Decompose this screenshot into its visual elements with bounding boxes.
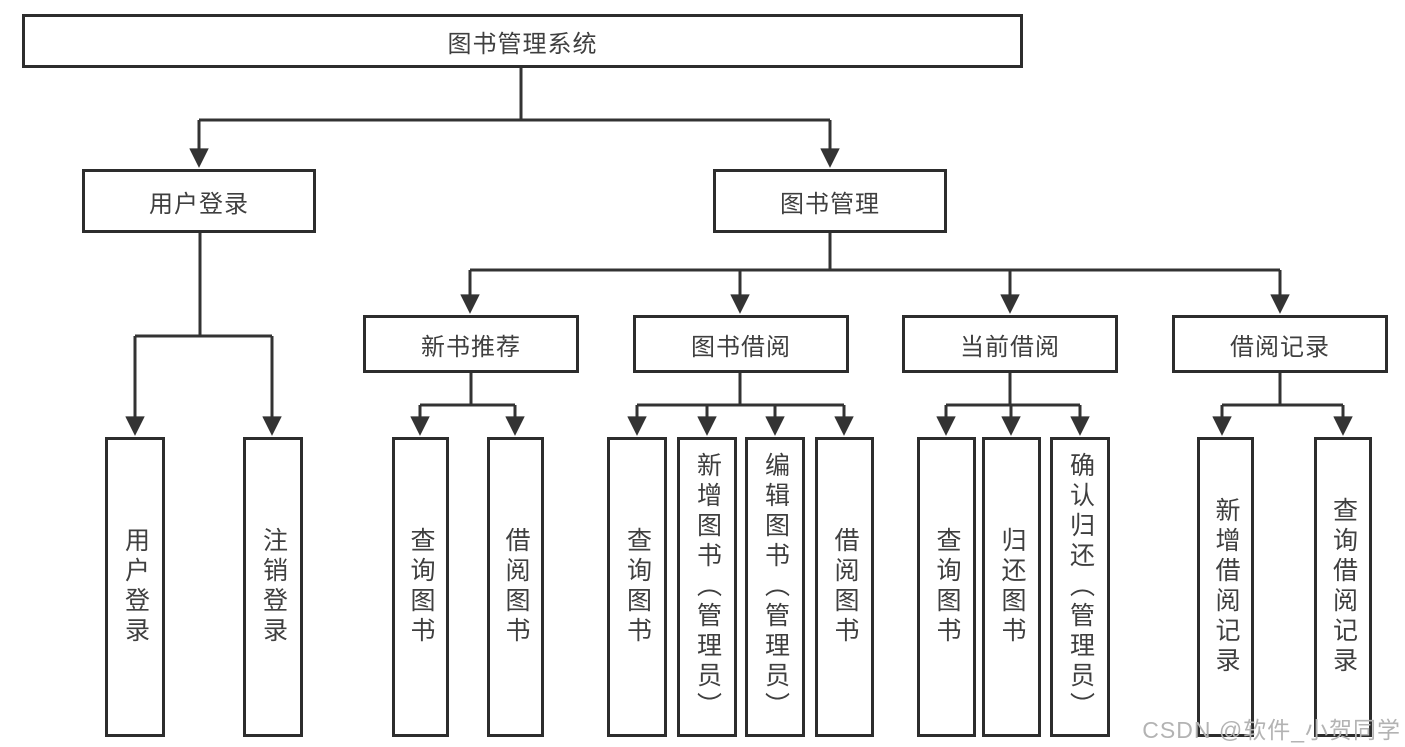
leaf-records-query-record: 查询借阅记录 [1314, 437, 1372, 737]
leaf-label: 查询图书 [623, 527, 652, 647]
leaf-label: 借阅图书 [502, 527, 530, 647]
node-label: 当前借阅 [960, 333, 1060, 361]
node-label: 图书管理系统 [447, 30, 598, 58]
node-label: 用户登录 [149, 190, 249, 218]
node-label: 新书推荐 [421, 333, 521, 361]
leaf-logout: 注销登录 [243, 437, 303, 737]
leaf-borrow-add-book-admin: 新增图书（管理员） [677, 437, 737, 737]
leaf-newbook-query-book: 查询图书 [392, 437, 449, 737]
node-borrow-records: 借阅记录 [1172, 315, 1388, 373]
node-new-book-recommend: 新书推荐 [363, 315, 579, 373]
leaf-label: 编辑图书（管理员） [761, 452, 790, 722]
leaf-label: 确认归还（管理员） [1066, 452, 1095, 722]
leaf-label: 归还图书 [998, 527, 1026, 647]
leaf-records-add-record: 新增借阅记录 [1197, 437, 1254, 737]
leaf-borrow-borrow-book: 借阅图书 [815, 437, 874, 737]
node-label: 借阅记录 [1230, 333, 1330, 361]
node-user-login: 用户登录 [82, 169, 316, 233]
leaf-label: 新增借阅记录 [1212, 497, 1240, 677]
leaf-label: 查询图书 [933, 527, 961, 647]
leaf-current-query-book: 查询图书 [917, 437, 976, 737]
node-label: 图书借阅 [691, 333, 791, 361]
node-label: 图书管理 [780, 190, 880, 218]
leaf-label: 用户登录 [121, 527, 150, 647]
csdn-watermark: CSDN @软件_小贺同学 [1142, 717, 1401, 743]
leaf-current-confirm-return-admin: 确认归还（管理员） [1050, 437, 1110, 737]
node-current-borrow: 当前借阅 [902, 315, 1118, 373]
leaf-user-login: 用户登录 [105, 437, 165, 737]
node-book-borrow: 图书借阅 [633, 315, 849, 373]
leaf-label: 注销登录 [259, 527, 288, 647]
leaf-label: 查询借阅记录 [1329, 497, 1358, 677]
leaf-newbook-borrow-book: 借阅图书 [487, 437, 544, 737]
leaf-borrow-query-book: 查询图书 [607, 437, 667, 737]
node-root: 图书管理系统 [22, 14, 1023, 68]
node-book-management: 图书管理 [713, 169, 947, 233]
leaf-borrow-edit-book-admin: 编辑图书（管理员） [745, 437, 805, 737]
leaf-current-return-book: 归还图书 [982, 437, 1041, 737]
leaf-label: 新增图书（管理员） [693, 452, 722, 722]
leaf-label: 查询图书 [407, 527, 435, 647]
leaf-label: 借阅图书 [831, 527, 859, 647]
